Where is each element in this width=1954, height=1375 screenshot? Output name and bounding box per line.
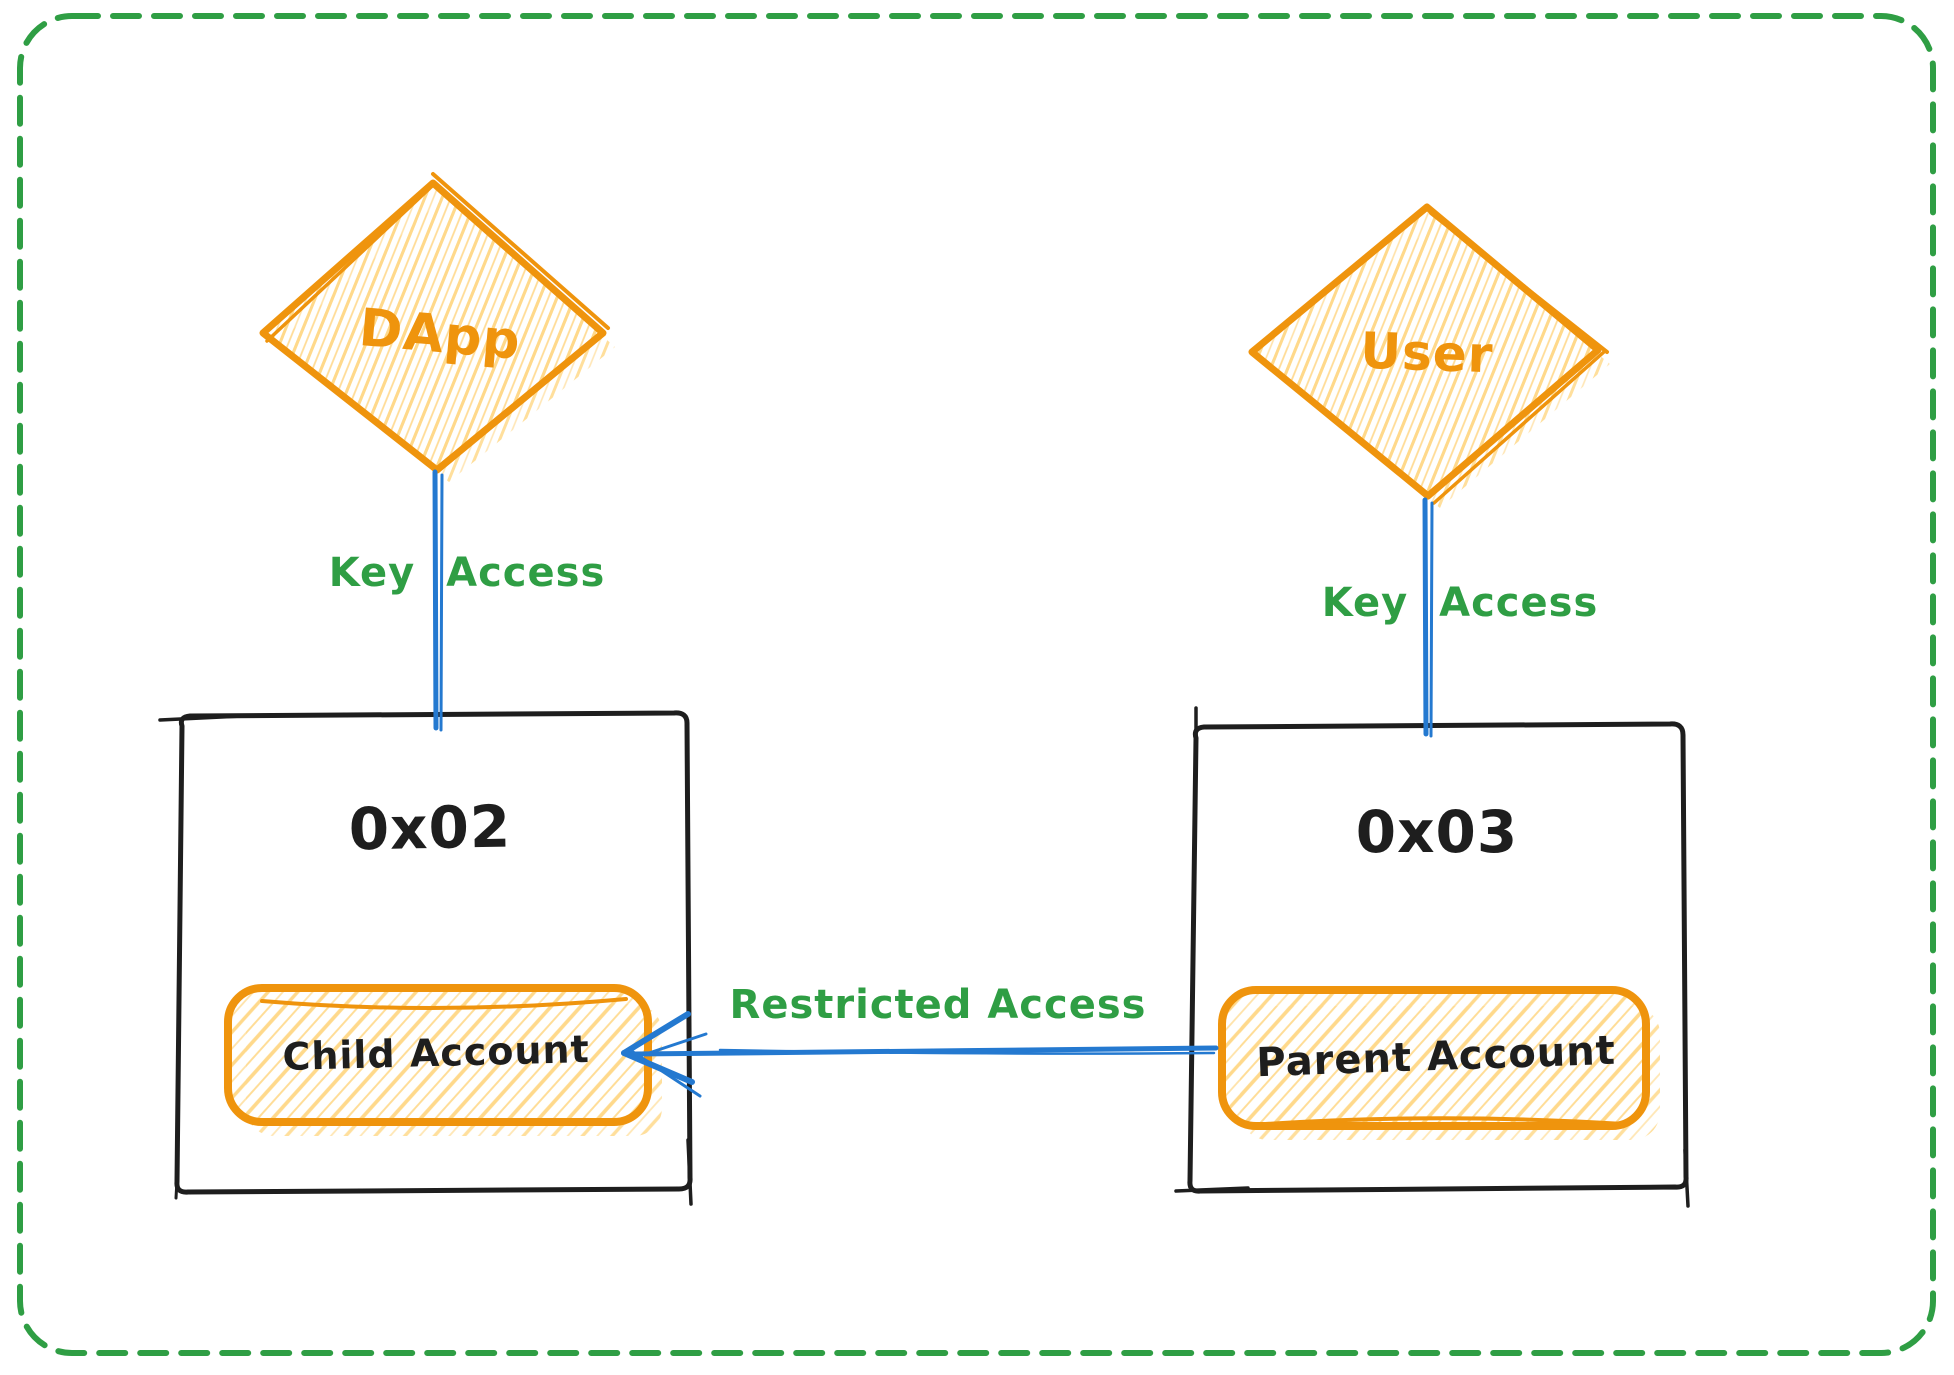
edge-user-key-access-label: Key Access [1322,580,1599,626]
dapp-key-access-line [432,469,439,731]
user-key-access-line [1422,497,1429,737]
node-child-account-label: Child Account [282,1027,590,1079]
restricted-access-arrowhead-upper [621,1011,691,1056]
node-child-account: Child Account [224,984,662,1136]
node-dapp-label: DApp [357,298,523,372]
wallet-0x03-sketch-corner-bl [1174,1186,1250,1193]
canvas-dashed-border [17,13,1936,1356]
wallet-0x02-sketch-corner-br [686,1138,693,1206]
parent-account-sketch-bottom [1250,1116,1626,1127]
dapp-sketch-stroke-top-right [431,172,610,330]
node-wallet-0x02-label: 0x02 [348,793,512,864]
user-key-access-line-overdraw [1429,501,1434,738]
wallet-0x02-sketch-top [158,714,244,722]
wallet-0x03-sketch-corner-br [1683,1148,1690,1208]
restricted-access-line-overdraw [718,1048,1216,1055]
edge-restricted-access-label: Restricted Access [730,982,1147,1028]
dapp-key-access-line-overdraw [439,473,444,732]
wallet-0x02-sketch-corner-bl [174,1178,179,1200]
node-dapp: DApp [259,172,615,482]
dapp-diamond-shape [259,179,607,474]
node-wallet-0x03: 0x03 [1174,706,1690,1208]
parent-account-box [1218,986,1650,1130]
edge-restricted-access: Restricted Access [621,982,1219,1098]
dapp-sketch-stroke-top-left [265,187,431,343]
restricted-access-arrowhead-upper-overdraw [632,1032,708,1060]
node-wallet-0x03-label: 0x03 [1356,798,1518,866]
edge-dapp-key-access: Key Access [329,469,606,732]
child-account-sketch-top [260,997,628,1011]
node-parent-account: Parent Account [1218,986,1660,1140]
node-user: User [1248,203,1610,508]
user-sketch-stroke-right-bottom [1432,349,1607,505]
restricted-access-line [629,1045,1219,1057]
node-wallet-0x02: 0x02 [158,710,693,1206]
user-sketch-stroke-right-top [1429,211,1609,354]
edge-user-key-access: Key Access [1322,497,1599,738]
node-user-label: User [1359,322,1494,385]
edge-dapp-key-access-label: Key Access [329,550,606,596]
restricted-access-arrowhead-lower-overdraw [628,1048,702,1098]
